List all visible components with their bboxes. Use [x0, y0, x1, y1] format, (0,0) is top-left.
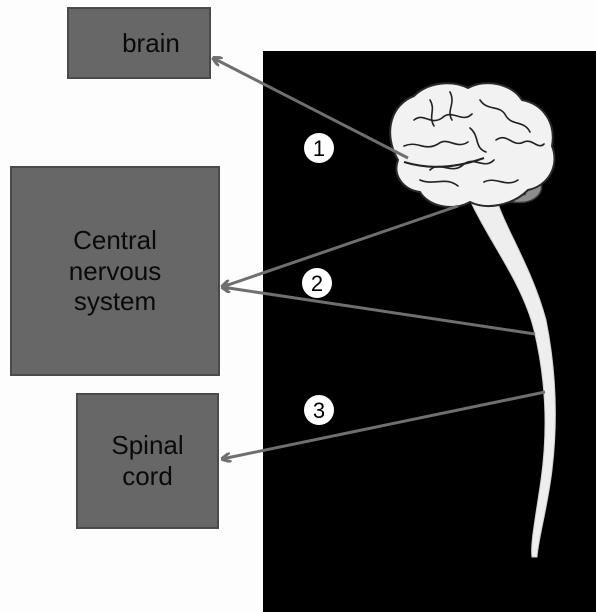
- arrow-to-spinal-cord: [222, 392, 545, 459]
- arrow-brain-to-cns: [222, 206, 458, 287]
- marker-2: 2: [302, 268, 332, 298]
- marker-1-label: 1: [313, 136, 325, 161]
- marker-3-label: 3: [313, 398, 325, 423]
- brain-illustration: [390, 83, 554, 207]
- arrow-cord-to-cns: [222, 287, 535, 334]
- marker-1: 1: [304, 133, 334, 163]
- spinal-cord-illustration: [470, 198, 555, 557]
- marker-3: 3: [304, 395, 334, 425]
- marker-2-label: 2: [311, 271, 323, 296]
